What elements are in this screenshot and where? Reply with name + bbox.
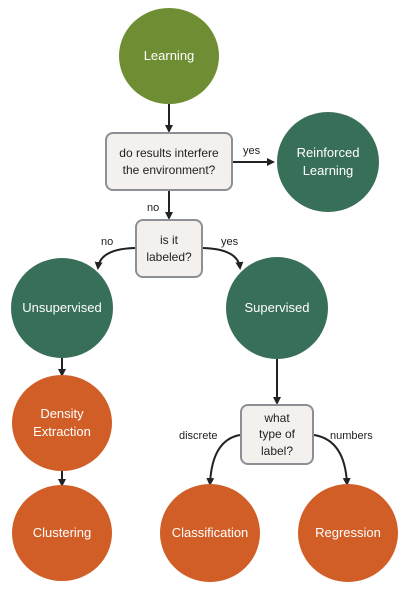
edge-label-interfere-yes: yes bbox=[243, 145, 261, 157]
edge-label-numbers: numbers bbox=[330, 430, 373, 442]
arrow-labeled-no bbox=[94, 247, 136, 270]
edge-label-labeled-yes: yes bbox=[221, 236, 239, 248]
edge-label-discrete: discrete bbox=[179, 430, 218, 442]
node-unsupervised: Unsupervised bbox=[11, 258, 113, 358]
node-density-extraction: Density Extraction bbox=[12, 375, 112, 471]
node-clustering: Clustering bbox=[12, 485, 112, 581]
arrow-label-discrete bbox=[206, 434, 241, 486]
edge-label-interfere-no: no bbox=[147, 202, 160, 214]
arrow-label-numbers bbox=[313, 434, 351, 486]
edge-label-labeled-no: no bbox=[101, 236, 114, 248]
node-supervised: Supervised bbox=[226, 257, 328, 359]
decision-interfere: do results interfere the environment? bbox=[105, 132, 233, 191]
node-learning: Learning bbox=[119, 8, 219, 104]
decision-label-type: what type of label? bbox=[240, 404, 314, 465]
node-reinforced-learning: Reinforced Learning bbox=[277, 112, 379, 212]
arrow-labeled-yes bbox=[202, 247, 244, 270]
decision-labeled: is it labeled? bbox=[135, 219, 203, 278]
node-regression: Regression bbox=[298, 484, 398, 582]
node-classification: Classification bbox=[160, 484, 260, 582]
